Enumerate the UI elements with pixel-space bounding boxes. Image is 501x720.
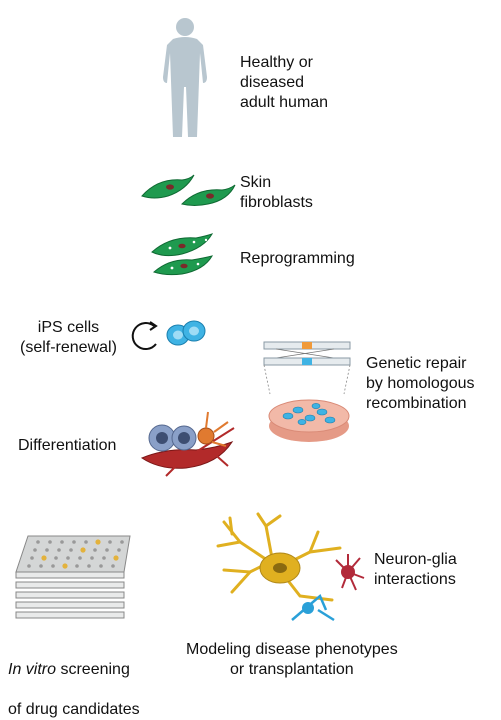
skin-label: Skin fibroblasts — [240, 174, 313, 211]
screening-label-rest: screening — [56, 661, 130, 678]
neuron-glia-label: Neuron-glia interactions — [374, 551, 457, 588]
human-label: Healthy or diseased adult human — [240, 54, 329, 111]
ips-cells-icon — [164, 318, 208, 348]
genetic-repair-label: Genetic repair by homologous recombinati… — [366, 355, 475, 412]
fibroblast-reprogramming-icon — [148, 232, 218, 277]
multiwell-plate-icon — [14, 530, 132, 622]
differentiation-label: Differentiation — [18, 437, 117, 454]
fibroblast-icon — [138, 170, 238, 210]
screening-label: In vitro screening of drug candidates — [8, 640, 140, 720]
modeling-label: Modeling disease phenotypes or transplan… — [186, 641, 398, 678]
screening-label-line2: of drug candidates — [8, 701, 140, 718]
differentiated-cells-icon — [136, 408, 240, 478]
ips-label: iPS cells (self-renewal) — [20, 319, 117, 356]
screening-label-italic: In vitro — [8, 661, 57, 678]
dna-strand-icon — [262, 338, 352, 438]
neuron-icon — [210, 512, 370, 627]
reprogramming-label: Reprogramming — [240, 250, 355, 267]
petri-dish-icon — [266, 392, 352, 444]
human-silhouette-icon — [155, 15, 215, 140]
self-renewal-arrow-icon — [128, 318, 162, 356]
